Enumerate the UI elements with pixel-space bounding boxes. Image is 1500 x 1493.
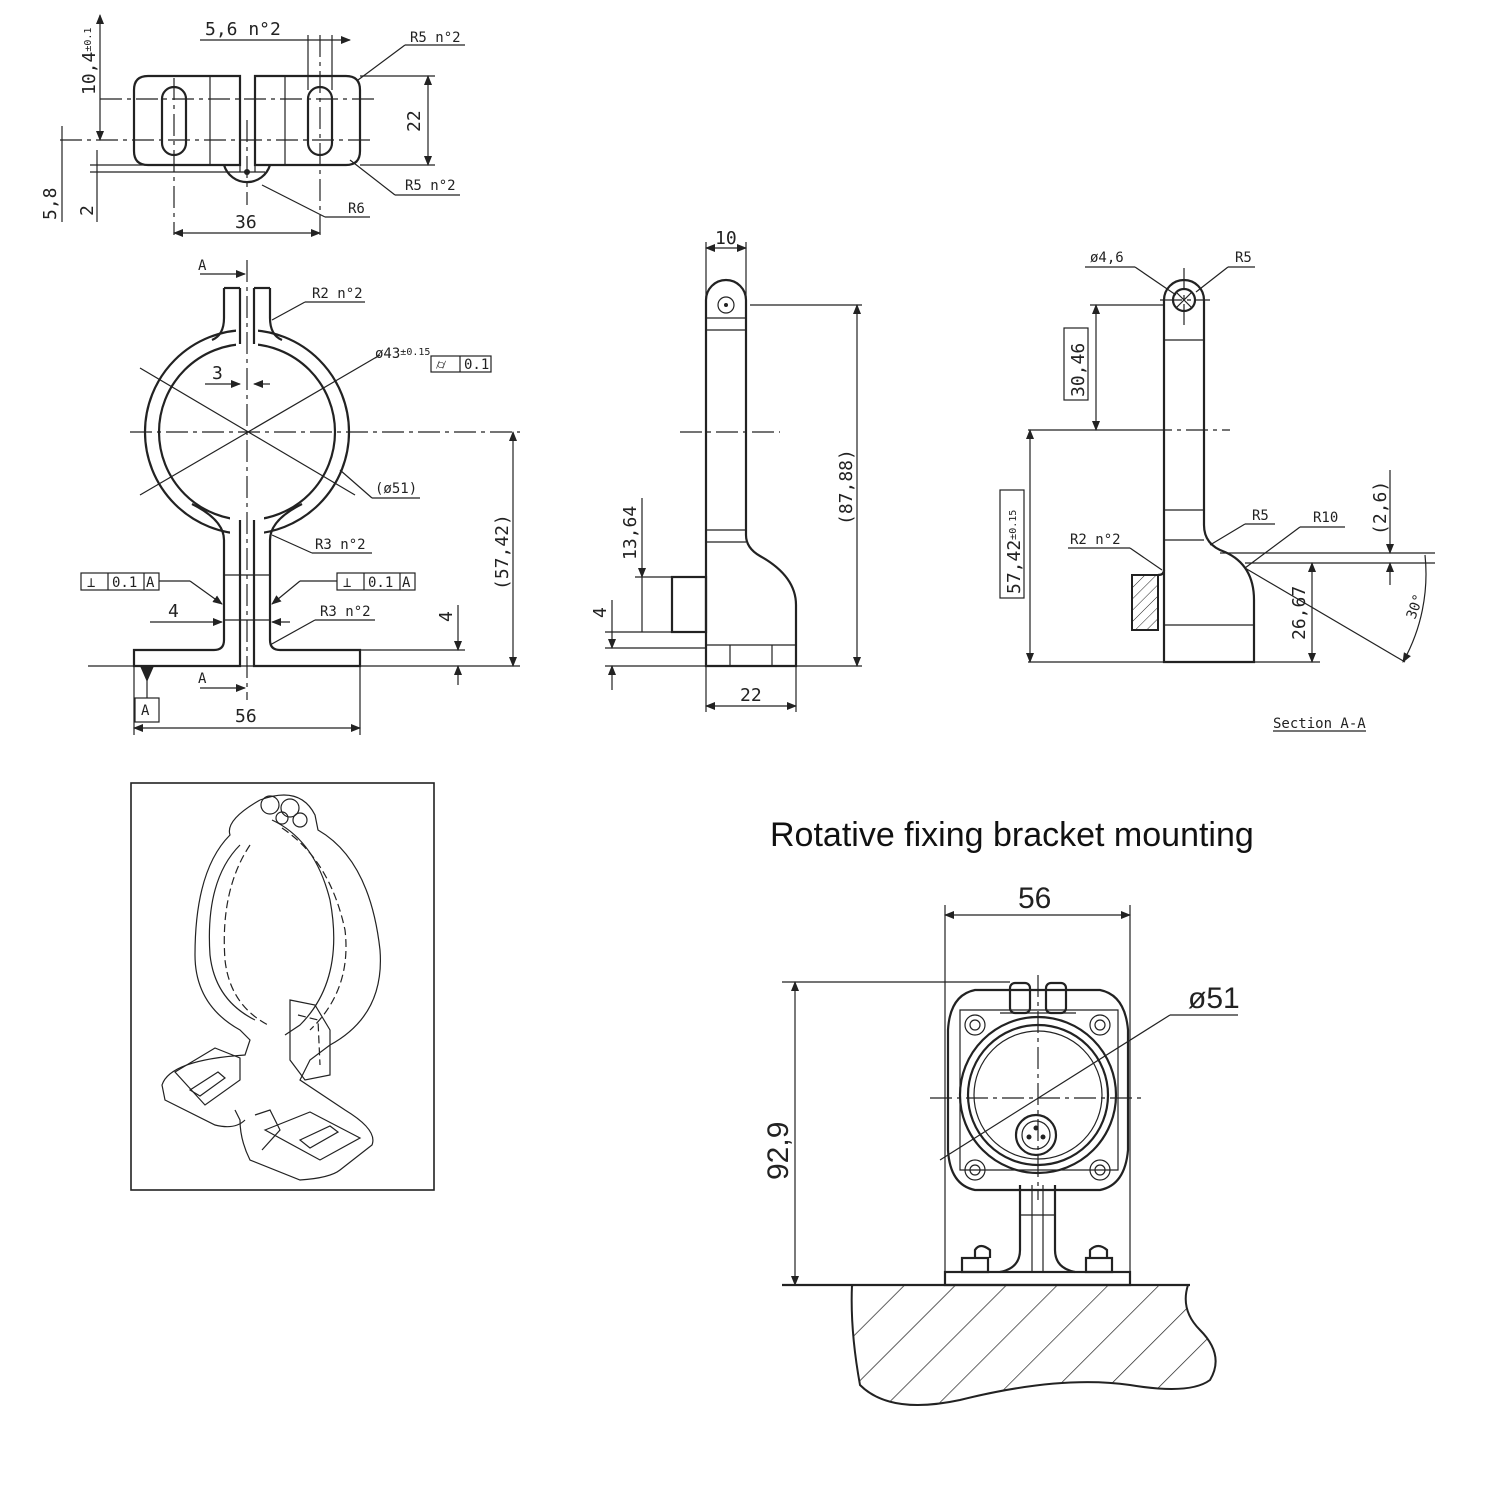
side-view: 10 (87,88) 13,64 4 22 [590,228,862,712]
dim-r2-section: R2 n°2 [1070,532,1121,548]
dim-22: 22 [404,110,425,132]
dim-4-left: 4 [168,601,179,622]
dim-2: 2 [77,205,98,216]
dim-4: 4 [590,607,611,618]
dim-r2: R2 n°2 [312,286,363,302]
dim-5-8: 5,8 [40,187,61,220]
dim-dia4-6: ø4,6 [1090,250,1124,266]
dim-26-67: 26,67 [1289,586,1310,640]
dim-57-42: (57,42) [492,514,513,590]
dim-13-64: 13,64 [620,506,641,560]
dim-r5-bottom: R5 n°2 [405,178,456,194]
dim-2-6: (2,6) [1370,481,1391,535]
dim-87-88: (87,88) [836,449,857,525]
section-mark-top: A [198,258,207,274]
dim-56: 56 [235,706,257,727]
front-view: A A R2 n°2 ø43±0.15 ⌭ 0.1 3 (ø51) R3 n°2… [80,258,520,735]
mounting-dim-dia51: ø51 [1188,982,1240,1015]
section-view: ø4,6 R5 30,46 57,42±0.15 R5 R10 R2 n°2 (… [999,250,1435,732]
dim-3: 3 [212,363,223,384]
dim-r5-top: R5 [1235,250,1252,266]
perp-value-right: 0.1 [368,575,393,591]
dim-30-46: 30,46 [1068,343,1089,397]
perp-symbol-left: ⊥ [87,575,95,591]
isometric-view [130,782,435,1191]
perp-value-left: 0.1 [112,575,137,591]
section-mark-bottom: A [198,671,207,687]
dim-dia51: (ø51) [375,481,417,497]
dim-slot: 5,6 n°2 [205,19,281,40]
mounting-view: Rotative fixing bracket mounting [762,816,1254,1406]
dim-r3-lower: R3 n°2 [320,604,371,620]
dim-36: 36 [235,212,257,233]
perp-ref-right: A [402,575,411,591]
dim-57-42-section: 57,42±0.15 [1004,510,1025,594]
dim-4-right: 4 [436,611,457,622]
dim-10: 10 [715,228,737,249]
dim-r6: R6 [348,201,365,217]
dim-r5: R5 [1252,508,1269,524]
top-view: 5,6 n°2 10,4±0.1 R5 n°2 22 5,8 2 R5 n°2 … [40,14,465,237]
dim-r3-upper: R3 n°2 [315,537,366,553]
dim-r5-top: R5 n°2 [410,30,461,46]
section-caption: Section A-A [1273,716,1366,732]
perp-ref-left: A [146,575,155,591]
perp-symbol-right: ⊥ [343,575,351,591]
dim-r10: R10 [1313,510,1338,526]
mounting-title: Rotative fixing bracket mounting [770,816,1254,854]
dim-dia43: ø43±0.15 [375,346,430,362]
dim-10-4: 10,4±0.1 [79,28,100,95]
dim-22-side: 22 [740,685,762,706]
mounting-dim-56: 56 [1018,882,1051,915]
dim-30-deg: 30° [1404,592,1428,621]
tol-cyl-symbol: ⌭ [436,357,446,373]
datum-a: A [141,703,150,719]
tol-cyl-value: 0.1 [464,357,489,373]
mounting-dim-92-9: 92,9 [762,1122,795,1180]
